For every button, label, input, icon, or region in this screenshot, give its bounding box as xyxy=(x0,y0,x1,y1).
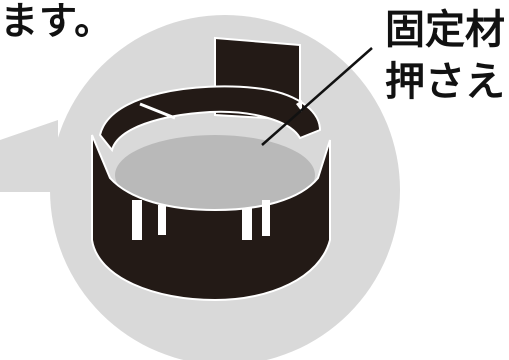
caption-fragment: ます。 xyxy=(0,0,114,43)
front-slots xyxy=(132,200,270,240)
callout-label-line-1: 固定材 xyxy=(385,7,505,53)
inner-floor-surface xyxy=(115,135,315,215)
ring-back-wall xyxy=(98,85,322,153)
callout-label-line-2: 押さえ xyxy=(385,59,505,105)
back-wall-slit xyxy=(139,102,176,120)
ring-front-body xyxy=(91,134,331,302)
back-right-notch xyxy=(296,100,302,112)
callout-leader-line xyxy=(261,47,373,146)
